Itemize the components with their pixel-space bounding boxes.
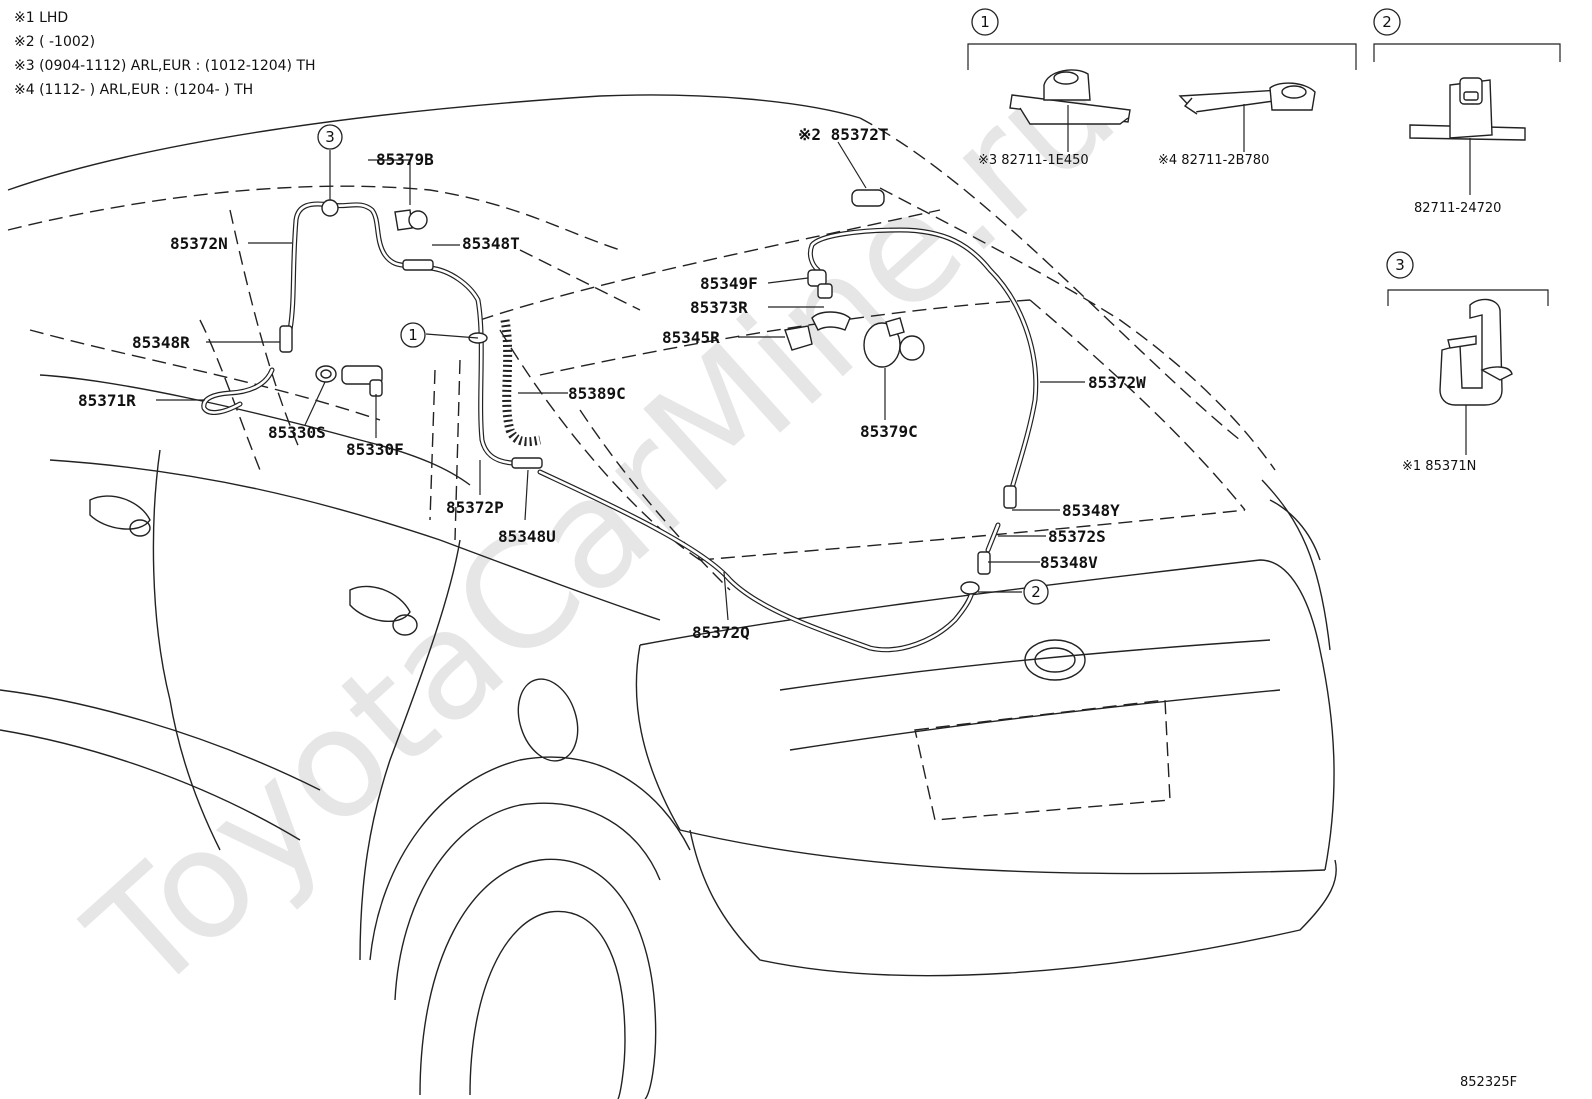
label-85379C: 85379C bbox=[860, 422, 918, 441]
label-85372P: 85372P bbox=[446, 498, 504, 517]
parts-glyphs bbox=[279, 189, 1017, 595]
detail-part-82711-2B780: ※4 82711-2B780 bbox=[1158, 153, 1269, 168]
detail-part-85371N: ※1 85371N bbox=[1402, 459, 1476, 474]
callout-2-main: 2 bbox=[1023, 579, 1049, 605]
detail-1: 1 ※3 82711-1E450 ※4 82711-2B780 bbox=[967, 8, 1357, 168]
leader-lines bbox=[156, 141, 1085, 621]
label-85372N: 85372N bbox=[170, 234, 228, 253]
label-85372S: 85372S bbox=[1048, 527, 1106, 546]
hose-network bbox=[201, 201, 1039, 653]
label-85348T: 85348T bbox=[462, 234, 520, 253]
note-1: ※1 LHD bbox=[14, 10, 68, 26]
label-85330F: 85330F bbox=[346, 440, 404, 459]
car-body-outline bbox=[0, 94, 1337, 1099]
note-4: ※4 (1112- ) ARL,EUR : (1204- ) TH bbox=[14, 82, 253, 98]
label-85373R: 85373R bbox=[690, 298, 748, 317]
detail-3: 3 ※1 85371N bbox=[1386, 251, 1549, 474]
label-85389C: 85389C bbox=[568, 384, 626, 403]
notes-block: ※1 LHD ※2 ( -1002) ※3 (0904-1112) ARL,EU… bbox=[14, 10, 316, 98]
callout-1-main: 1 bbox=[400, 322, 426, 348]
callout-3-main-number: 3 bbox=[325, 128, 335, 146]
callout-3-main: 3 bbox=[317, 124, 343, 150]
label-85348V: 85348V bbox=[1040, 553, 1098, 572]
label-85372T: ※2 85372T bbox=[798, 125, 888, 144]
label-85379B: 85379B bbox=[376, 150, 434, 169]
label-85371R: 85371R bbox=[78, 391, 136, 410]
label-85345R: 85345R bbox=[662, 328, 720, 347]
label-85349F: 85349F bbox=[700, 274, 758, 293]
detail-3-number: 3 bbox=[1395, 256, 1405, 274]
detail-2: 2 82711-24720 bbox=[1373, 8, 1561, 216]
detail-part-82711-24720: 82711-24720 bbox=[1414, 201, 1501, 216]
detail-2-number: 2 bbox=[1382, 13, 1392, 31]
label-85372Q: 85372Q bbox=[692, 623, 750, 642]
diagram-code: 852325F bbox=[1460, 1075, 1517, 1090]
label-85348U: 85348U bbox=[498, 527, 556, 546]
label-85348R: 85348R bbox=[132, 333, 190, 352]
note-3: ※3 (0904-1112) ARL,EUR : (1012-1204) TH bbox=[14, 58, 316, 74]
part-labels: 85379B 85372N 85348T 85348R 85371R 85330… bbox=[78, 125, 1146, 642]
callout-1-main-number: 1 bbox=[408, 326, 418, 344]
detail-1-number: 1 bbox=[980, 13, 990, 31]
label-85348Y: 85348Y bbox=[1062, 501, 1120, 520]
callout-2-main-number: 2 bbox=[1031, 583, 1041, 601]
label-85330S: 85330S bbox=[268, 423, 326, 442]
note-2: ※2 ( -1002) bbox=[14, 34, 95, 50]
detail-part-82711-1E450: ※3 82711-1E450 bbox=[978, 153, 1089, 168]
label-85372W: 85372W bbox=[1088, 373, 1146, 392]
